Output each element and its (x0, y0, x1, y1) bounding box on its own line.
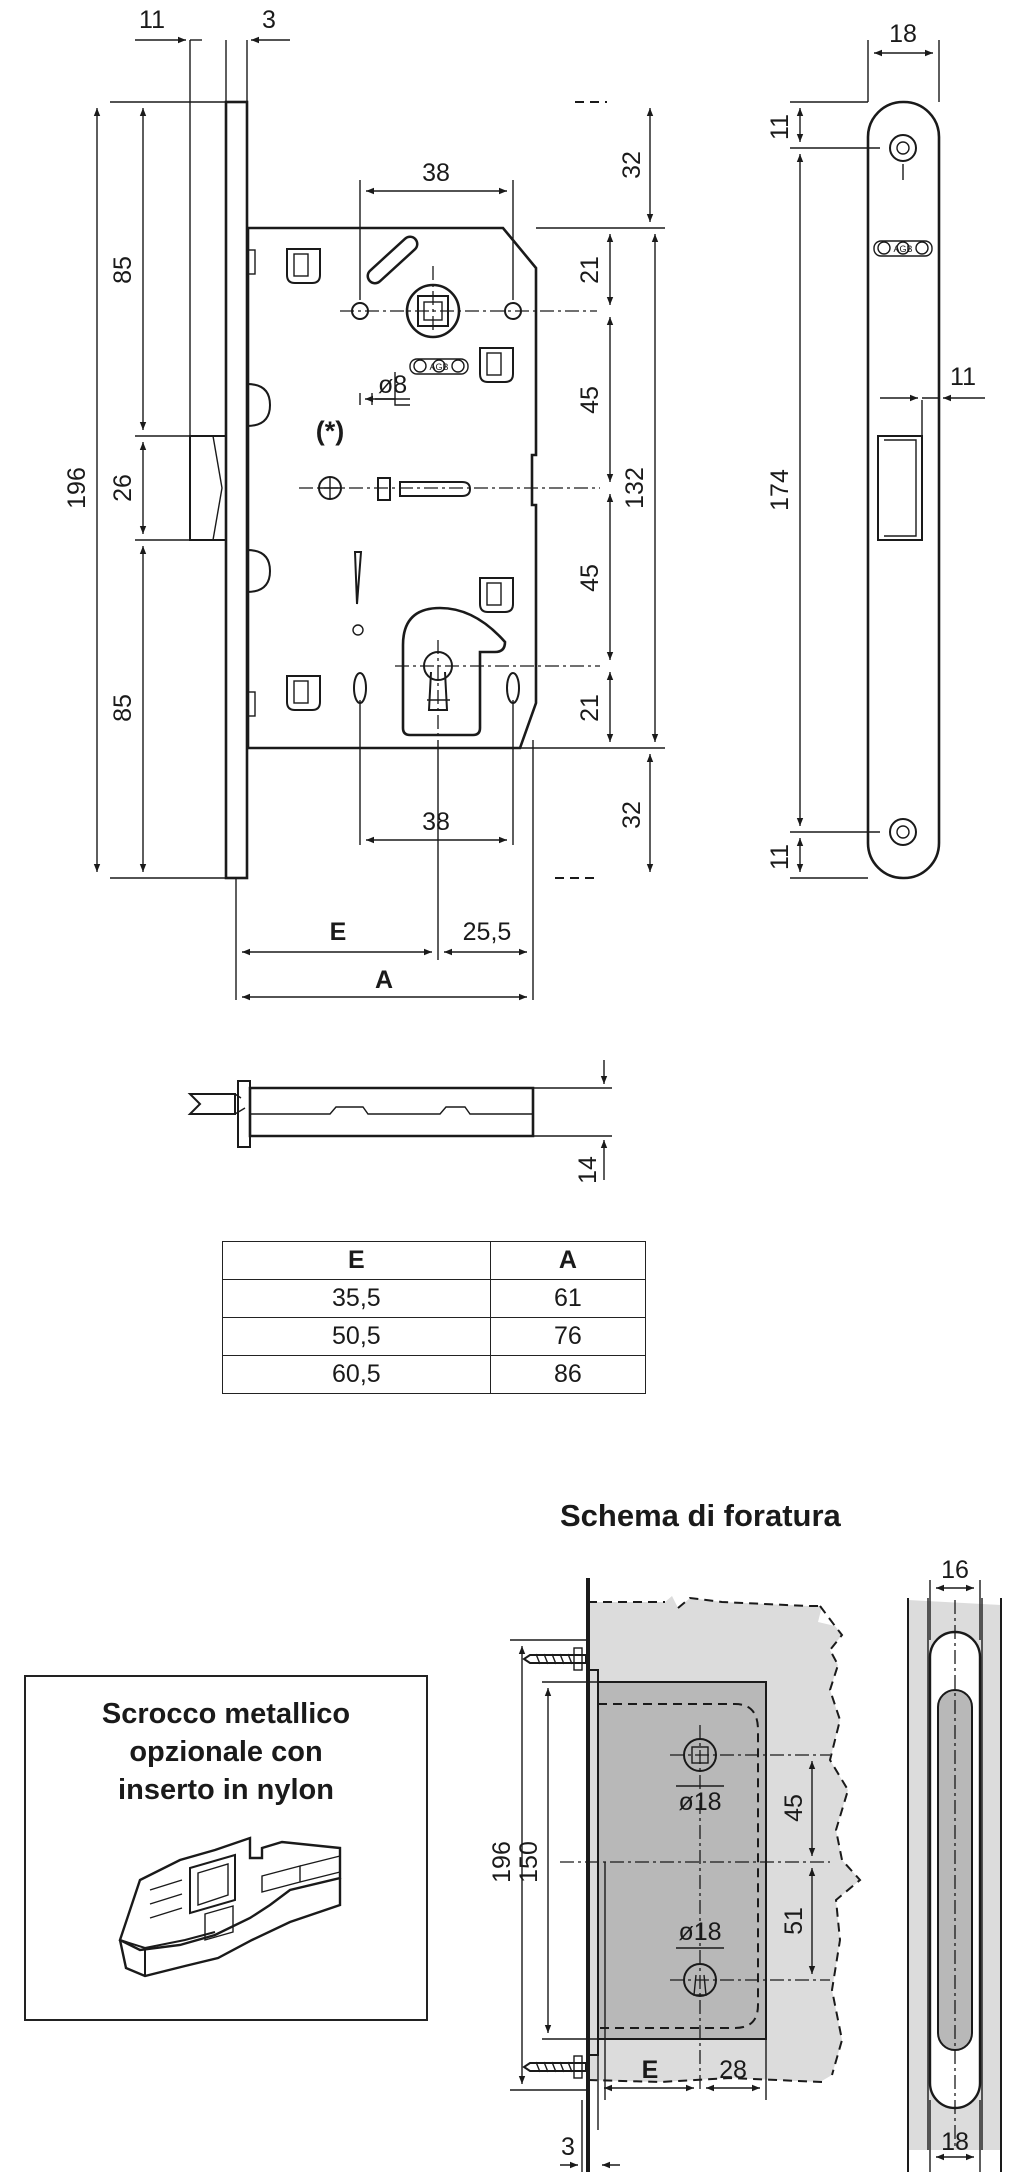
ds-dim-16: 16 (941, 1556, 969, 1584)
drilling-scheme: ø18 ø18 E 28 3 196 150 45 51 16 18 (488, 1556, 1002, 2172)
dim-38-bottom: 38 (422, 808, 450, 836)
dim-21-top: 21 (576, 256, 604, 284)
table-cell: 61 (489, 1279, 647, 1318)
table-header-a: A (489, 1241, 647, 1280)
dim-top-3: 3 (262, 6, 276, 34)
dim-21-bottom: 21 (576, 694, 604, 722)
note-star: (*) (316, 416, 345, 446)
table-cell: 60,5 (222, 1355, 491, 1394)
ds-label-e: E (642, 2056, 659, 2084)
ds-dim-51: 51 (780, 1907, 808, 1935)
table-header-e: E (222, 1241, 491, 1280)
table-header-row: E A (222, 1241, 647, 1280)
note-line: Scrocco metallico (101, 1698, 351, 1730)
dim-phi8: ø8 (378, 371, 407, 399)
ds-dim-45: 45 (780, 1794, 808, 1822)
dim-45-top: 45 (576, 386, 604, 414)
dim-32-top: 32 (618, 151, 646, 179)
note-text: Scrocco metallico opzionale con inserto … (26, 1695, 426, 1809)
ds-phi18-bottom: ø18 (678, 1918, 721, 1946)
section-view: 14 (187, 1060, 612, 1184)
dim-132: 132 (621, 467, 649, 509)
dim-196: 196 (63, 467, 91, 509)
ds-phi18-top: ø18 (678, 1788, 721, 1816)
ds-dim-18: 18 (941, 2128, 969, 2156)
faceplate-logo-text: AGB (893, 244, 912, 254)
faceplate-agb-logo: AGB (873, 240, 933, 257)
note-line: inserto in nylon (118, 1774, 334, 1806)
agb-logo: AGB (409, 358, 469, 375)
note-line: opzionale con (129, 1736, 323, 1768)
dim-32-bottom: 32 (618, 801, 646, 829)
ds-dim-150: 150 (515, 1841, 543, 1883)
fp-dim-174: 174 (766, 469, 794, 511)
dim-85-bottom: 85 (109, 694, 137, 722)
optional-latch-illustration (118, 1836, 342, 1978)
table-row: 35,5 61 (222, 1279, 647, 1318)
ds-dim-3: 3 (561, 2133, 575, 2161)
label-a: A (375, 966, 393, 994)
dim-top-11: 11 (139, 6, 165, 34)
label-e: E (330, 918, 347, 946)
table-cell: 86 (489, 1355, 647, 1394)
dim-85-top: 85 (109, 256, 137, 284)
optional-latch-note: Scrocco metallico opzionale con inserto … (24, 1675, 428, 2021)
dim-45-bottom: 45 (576, 564, 604, 592)
table-row: 60,5 86 (222, 1355, 647, 1394)
drilling-scheme-title: Schema di foratura (560, 1498, 841, 1533)
lock-front-view: AGB (63, 6, 665, 1001)
dim-26: 26 (109, 474, 137, 502)
fp-dim-18: 18 (889, 20, 917, 48)
ds-dim-196: 196 (488, 1841, 516, 1883)
table-row: 50,5 76 (222, 1317, 647, 1356)
faceplate-view: AGB 18 11 11 174 11 (766, 20, 985, 880)
table-cell: 50,5 (222, 1317, 491, 1356)
main-logo-text: AGB (429, 362, 448, 372)
sec-dim-14: 14 (574, 1156, 602, 1184)
fp-dim-11-top: 11 (766, 114, 794, 140)
size-table: E A 35,5 61 50,5 76 60,5 86 (222, 1241, 647, 1394)
table-cell: 35,5 (222, 1279, 491, 1318)
ds-dim-28: 28 (719, 2056, 747, 2084)
dim-38-top: 38 (422, 159, 450, 187)
dim-25-5: 25,5 (463, 918, 512, 946)
table-cell: 76 (489, 1317, 647, 1356)
fp-dim-11-side: 11 (950, 363, 976, 391)
fp-dim-11-bottom: 11 (766, 844, 794, 870)
